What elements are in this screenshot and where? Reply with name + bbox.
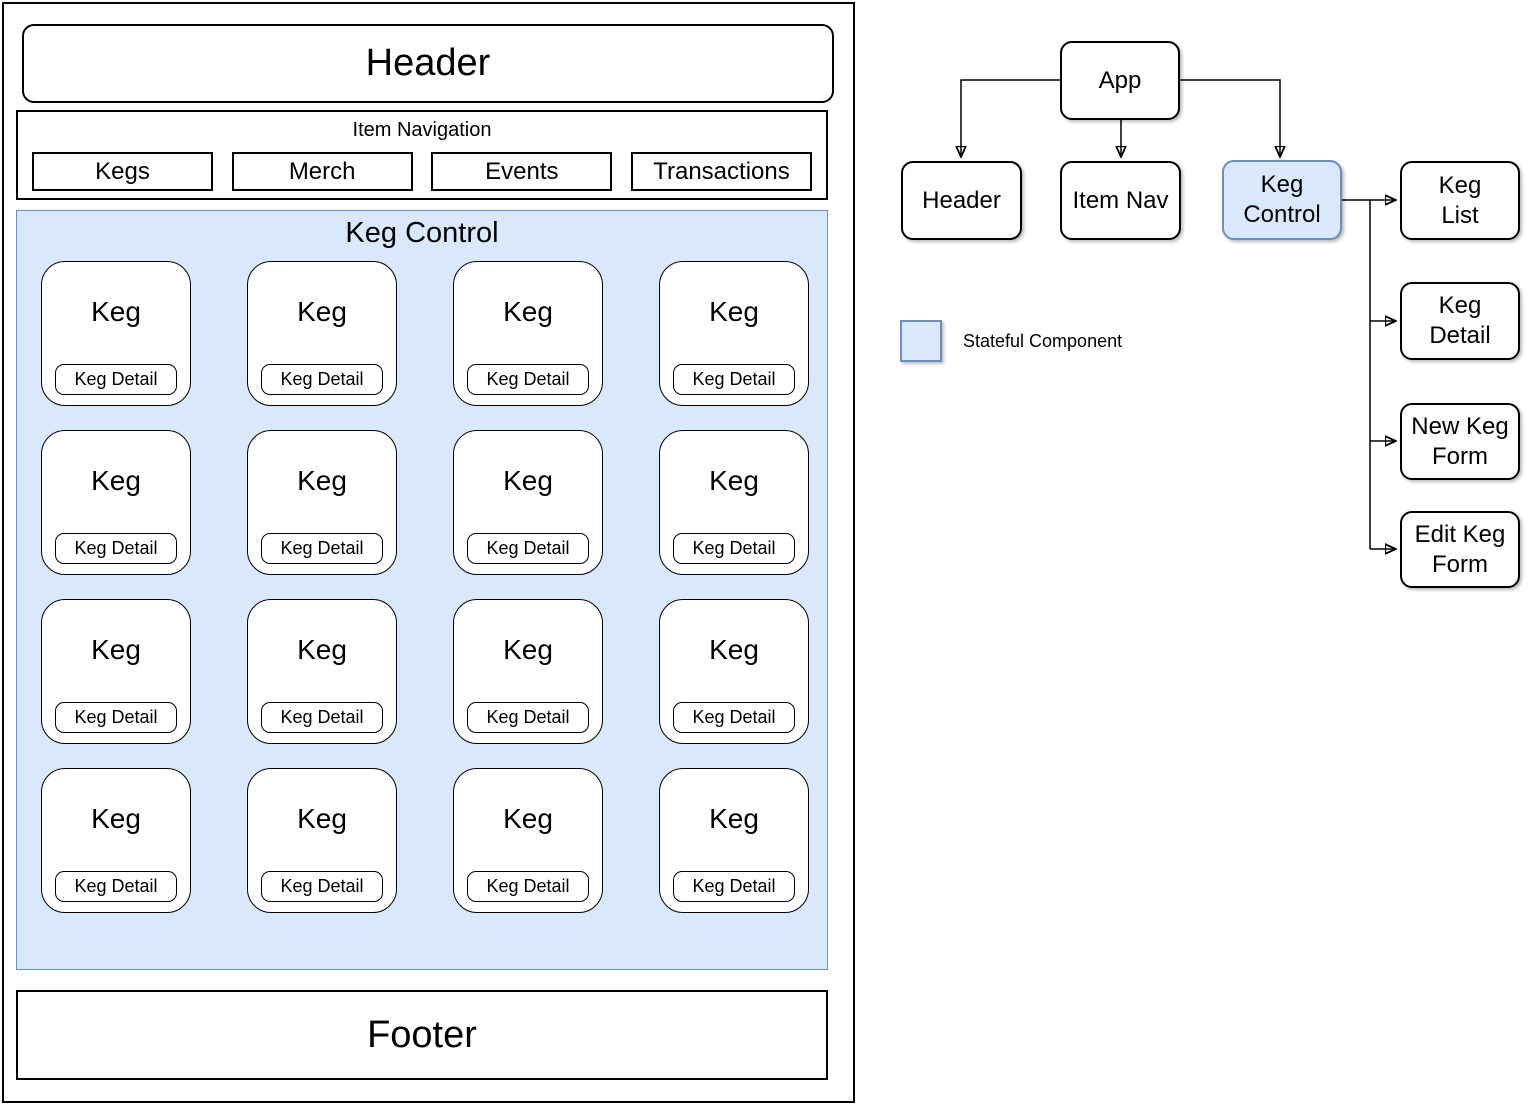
keg-detail-button[interactable]: Keg Detail	[673, 702, 795, 733]
edge-app-header	[961, 79, 1060, 157]
keg-detail-button[interactable]: Keg Detail	[673, 533, 795, 564]
edge-app-kegcontrol	[1180, 79, 1280, 157]
keg-detail-button[interactable]: Keg Detail	[467, 871, 589, 902]
legend: Stateful Component	[900, 320, 1122, 362]
tree-node-new-keg-form[interactable]: New Keg Form	[1400, 403, 1520, 480]
tree-node-item-nav[interactable]: Item Nav	[1060, 161, 1181, 240]
tree-node-keg-list[interactable]: Keg List	[1400, 161, 1520, 240]
keg-detail-button[interactable]: Keg Detail	[55, 702, 177, 733]
stateful-component-swatch[interactable]	[900, 320, 942, 362]
keg-card[interactable]: Keg Keg Detail	[41, 261, 191, 406]
keg-card[interactable]: Keg Keg Detail	[453, 261, 603, 406]
item-navigation-buttons: Kegs Merch Events Transactions	[32, 152, 812, 191]
keg-card[interactable]: Keg Keg Detail	[41, 599, 191, 744]
keg-control-region[interactable]: Keg Control Keg Keg Detail Keg Keg Detai…	[16, 210, 828, 970]
keg-detail-button[interactable]: Keg Detail	[261, 364, 383, 395]
keg-card[interactable]: Keg Keg Detail	[41, 430, 191, 575]
keg-detail-button[interactable]: Keg Detail	[261, 871, 383, 902]
keg-detail-button[interactable]: Keg Detail	[467, 364, 589, 395]
keg-card[interactable]: Keg Keg Detail	[659, 430, 809, 575]
nav-button[interactable]: Events	[431, 152, 613, 191]
wireframe-item-navigation-box[interactable]: Item Navigation Kegs Merch Events Transa…	[16, 110, 828, 200]
keg-detail-button[interactable]: Keg Detail	[261, 702, 383, 733]
wireframe-footer-label: Footer	[367, 1013, 477, 1056]
keg-card-label: Keg	[503, 802, 553, 834]
tree-node-edit-keg-form[interactable]: Edit Keg Form	[1400, 511, 1520, 588]
keg-card-label: Keg	[709, 464, 759, 496]
keg-card-label: Keg	[503, 295, 553, 327]
keg-card-label: Keg	[297, 802, 347, 834]
keg-card[interactable]: Keg Keg Detail	[247, 768, 397, 913]
keg-detail-button[interactable]: Keg Detail	[261, 533, 383, 564]
keg-card[interactable]: Keg Keg Detail	[453, 430, 603, 575]
keg-detail-button[interactable]: Keg Detail	[467, 533, 589, 564]
keg-card[interactable]: Keg Keg Detail	[659, 261, 809, 406]
tree-node-keg-detail[interactable]: Keg Detail	[1400, 282, 1520, 360]
keg-card[interactable]: Keg Keg Detail	[247, 261, 397, 406]
keg-detail-button[interactable]: Keg Detail	[673, 364, 795, 395]
keg-card[interactable]: Keg Keg Detail	[453, 599, 603, 744]
tree-node-keg-control[interactable]: Keg Control	[1222, 160, 1342, 240]
keg-card-label: Keg	[503, 464, 553, 496]
keg-card-label: Keg	[297, 633, 347, 665]
keg-card[interactable]: Keg Keg Detail	[247, 430, 397, 575]
wireframe-header-label: Header	[365, 42, 491, 84]
keg-grid: Keg Keg Detail Keg Keg Detail Keg Keg De…	[41, 261, 809, 913]
keg-detail-button[interactable]: Keg Detail	[467, 702, 589, 733]
nav-button[interactable]: Merch	[231, 152, 413, 191]
keg-card-label: Keg	[709, 633, 759, 665]
stateful-component-label: Stateful Component	[963, 330, 1123, 351]
keg-detail-button[interactable]: Keg Detail	[673, 871, 795, 902]
keg-card[interactable]: Keg Keg Detail	[659, 599, 809, 744]
tree-node-header[interactable]: Header	[901, 161, 1022, 240]
keg-card[interactable]: Keg Keg Detail	[41, 768, 191, 913]
keg-detail-button[interactable]: Keg Detail	[55, 871, 177, 902]
keg-detail-button[interactable]: Keg Detail	[55, 533, 177, 564]
keg-card-label: Keg	[297, 295, 347, 327]
keg-card-label: Keg	[709, 295, 759, 327]
keg-card[interactable]: Keg Keg Detail	[659, 768, 809, 913]
keg-card-label: Keg	[91, 633, 141, 665]
nav-button[interactable]: Kegs	[32, 152, 213, 191]
tree-node-app[interactable]: App	[1060, 41, 1180, 120]
keg-card-label: Keg	[297, 464, 347, 496]
app-wireframe-canvas: Header Item Navigation Kegs Merch Events…	[2, 2, 855, 1103]
nav-button[interactable]: Transactions	[630, 152, 812, 191]
keg-card[interactable]: Keg Keg Detail	[247, 599, 397, 744]
item-navigation-title: Item Navigation	[352, 119, 492, 141]
keg-card-label: Keg	[709, 802, 759, 834]
keg-card-label: Keg	[91, 802, 141, 834]
keg-control-title: Keg Control	[345, 217, 499, 249]
keg-card[interactable]: Keg Keg Detail	[453, 768, 603, 913]
wireframe-footer-box[interactable]: Footer	[16, 990, 828, 1080]
keg-card-label: Keg	[91, 295, 141, 327]
keg-detail-button[interactable]: Keg Detail	[55, 364, 177, 395]
wireframe-header-box[interactable]: Header	[22, 24, 834, 103]
keg-card-label: Keg	[91, 464, 141, 496]
keg-card-label: Keg	[503, 633, 553, 665]
